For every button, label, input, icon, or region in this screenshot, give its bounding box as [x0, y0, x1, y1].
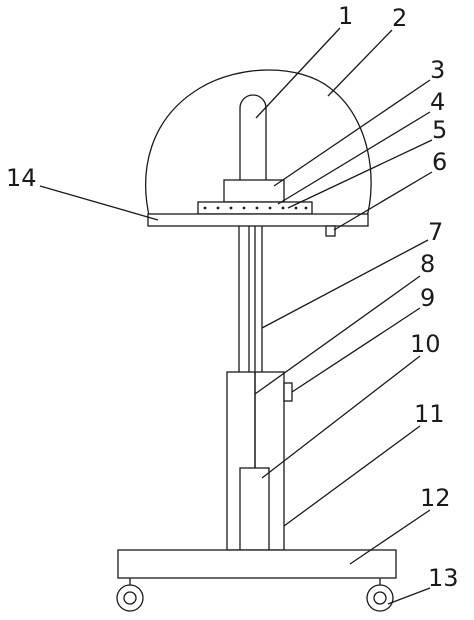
callout-9: 9 [420, 284, 435, 312]
callout-3: 3 [430, 56, 445, 84]
callout-6: 6 [432, 148, 447, 176]
callout-8: 8 [420, 250, 435, 278]
callout-4: 4 [430, 88, 445, 116]
leader-1 [255, 27, 341, 119]
lamp-tube [239, 94, 267, 180]
platform-plate [147, 213, 369, 227]
leader-13 [387, 587, 431, 605]
callout-14: 14 [6, 164, 37, 192]
leader-6 [333, 171, 433, 231]
callout-10: 10 [410, 330, 441, 358]
lamp-base [223, 179, 285, 203]
leader-11 [283, 425, 421, 527]
leader-14 [39, 185, 159, 221]
inner-pole [238, 226, 263, 468]
callout-5: 5 [432, 116, 447, 144]
inner-block [239, 467, 270, 551]
leader-2 [327, 29, 393, 97]
leader-8 [254, 275, 421, 395]
callout-12: 12 [420, 484, 451, 512]
callout-labels: 1 2 3 4 5 6 7 8 9 10 11 12 13 14 [6, 2, 459, 592]
leader-9 [291, 307, 421, 393]
leader-3 [273, 79, 431, 187]
base-frame [117, 549, 397, 579]
leader-12 [349, 509, 431, 565]
callout-13: 13 [428, 564, 459, 592]
leader-7 [261, 239, 429, 329]
leader-4 [277, 111, 431, 205]
callout-7: 7 [428, 218, 443, 246]
leader-5 [287, 139, 433, 209]
right-caster [366, 578, 394, 612]
callout-11: 11 [414, 400, 445, 428]
callout-2: 2 [392, 4, 407, 32]
leader-10 [261, 355, 421, 479]
platform-switch [325, 225, 336, 237]
strip-dots [203, 206, 308, 210]
locking-knob [283, 382, 293, 402]
leader-lines [39, 27, 433, 605]
left-caster [116, 578, 144, 612]
callout-1: 1 [338, 2, 353, 30]
